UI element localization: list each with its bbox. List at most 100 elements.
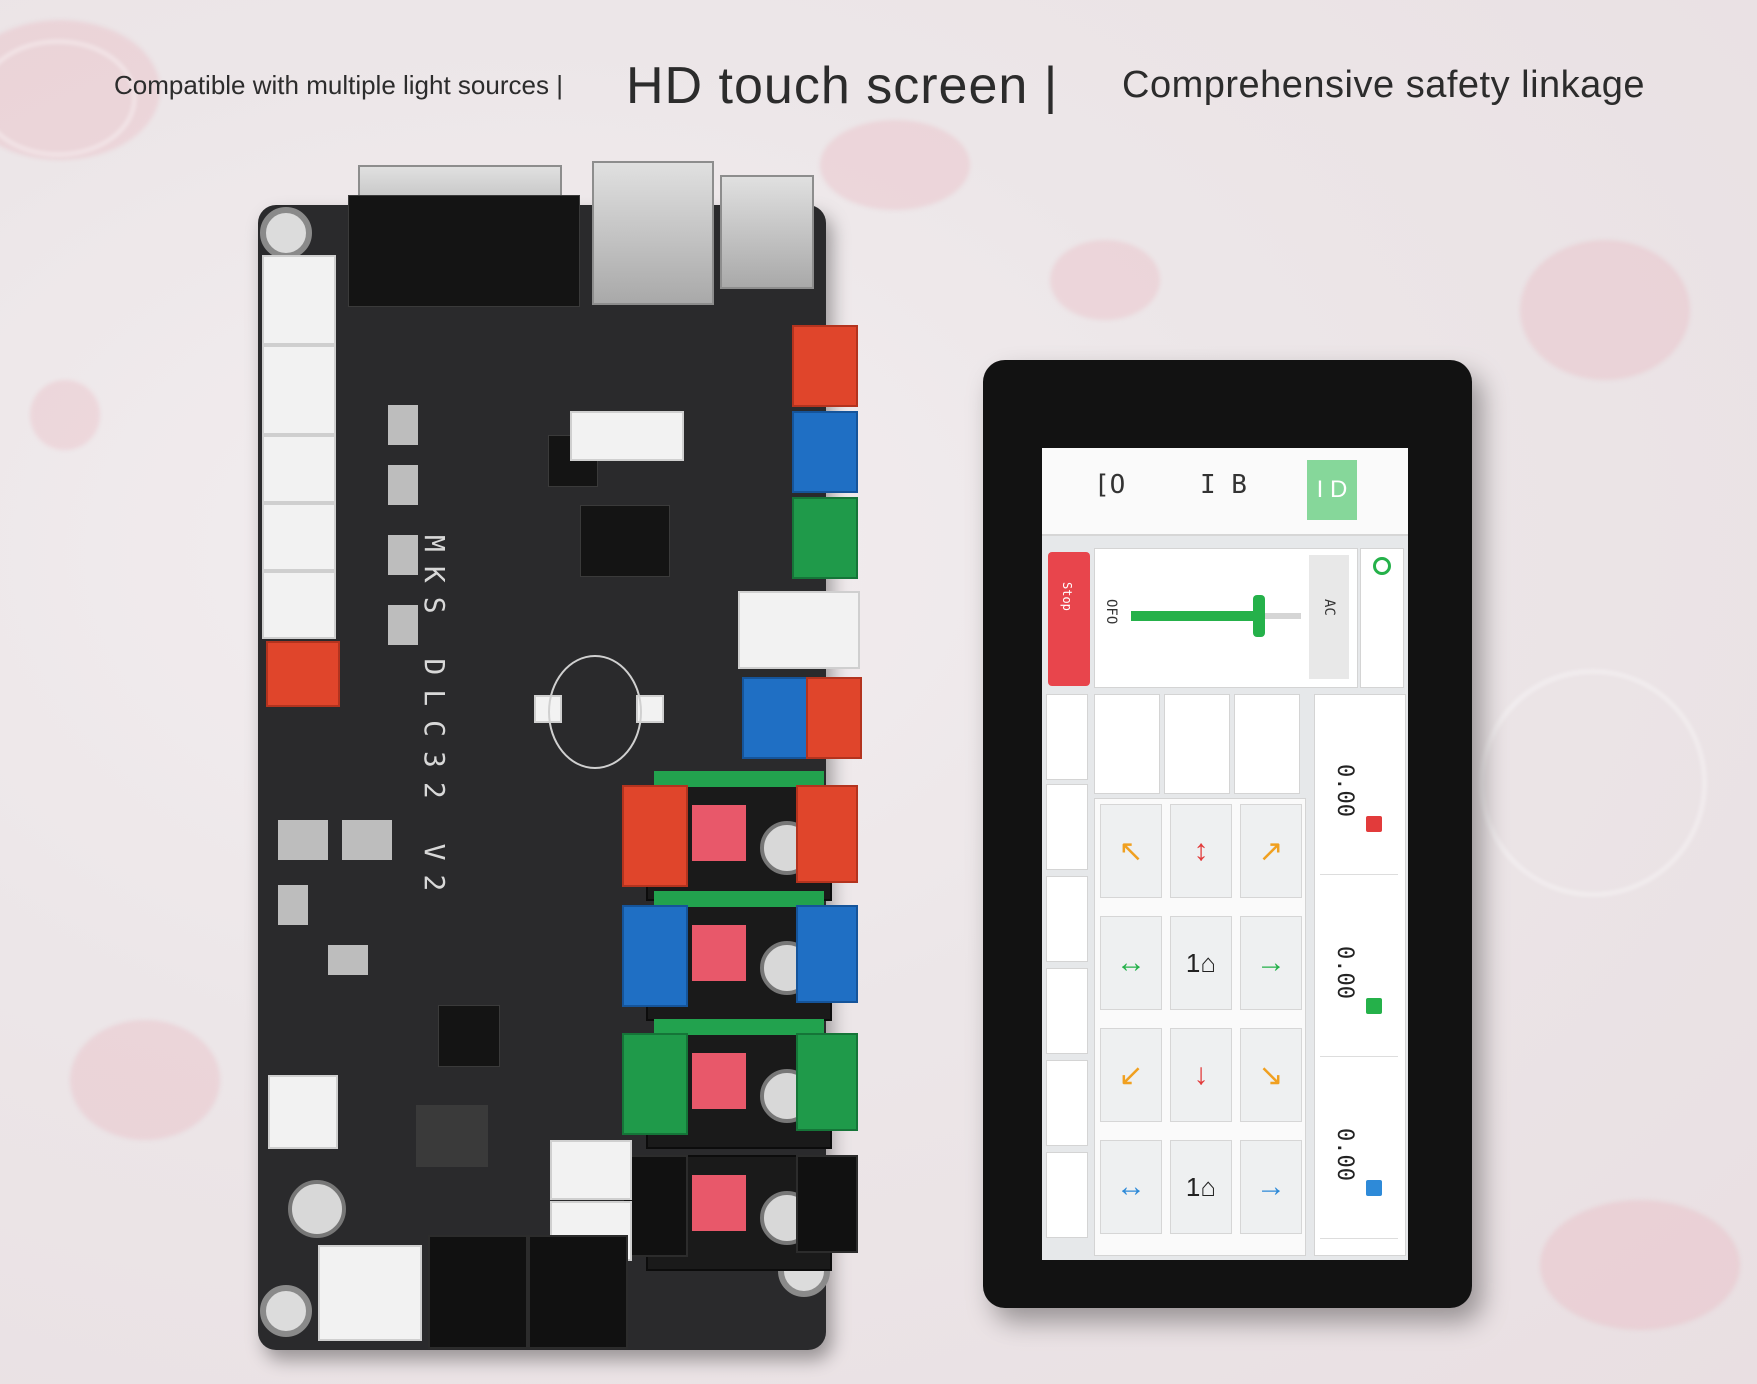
smd-component bbox=[388, 465, 418, 505]
screen-top-bar: [O I B I D bbox=[1042, 448, 1408, 536]
bokeh-blob bbox=[70, 1020, 220, 1140]
red-connector bbox=[622, 785, 688, 887]
control-board: MKS DLC32 V2 bbox=[258, 161, 862, 1350]
dip-switch bbox=[692, 1175, 746, 1231]
black-connector bbox=[622, 1155, 688, 1257]
white-connector bbox=[570, 411, 684, 461]
power-terminal bbox=[428, 1235, 528, 1349]
laser-power-panel: OFO AC bbox=[1094, 548, 1358, 688]
capacitor bbox=[288, 1180, 346, 1238]
db9-housing bbox=[348, 195, 580, 307]
axis-color-badge bbox=[1366, 1180, 1382, 1196]
dip-switch bbox=[692, 1053, 746, 1109]
slider-right-button[interactable]: AC bbox=[1309, 555, 1349, 679]
status-tile bbox=[1046, 784, 1088, 870]
blue-connector bbox=[792, 411, 858, 493]
axis-readout-value: 0.00 bbox=[1332, 764, 1357, 817]
status-tile bbox=[1046, 968, 1088, 1054]
jog-button[interactable]: ↔ bbox=[1100, 916, 1162, 1010]
green-connector bbox=[792, 497, 858, 579]
axis-readout: 0.00 bbox=[1320, 886, 1398, 1057]
heatsink bbox=[416, 1105, 488, 1167]
red-connector bbox=[796, 785, 858, 883]
axis-readout: 0.00 bbox=[1320, 704, 1398, 875]
jog-button[interactable]: 1⌂ bbox=[1170, 916, 1232, 1010]
red-connector bbox=[792, 325, 858, 407]
smd-component bbox=[388, 405, 418, 445]
dip-switch bbox=[692, 805, 746, 861]
blue-connector bbox=[796, 905, 858, 1003]
status-tile bbox=[1234, 694, 1300, 794]
touch-screen-tablet: [O I B I D Stop OFO AC bbox=[983, 360, 1472, 1308]
status-tile bbox=[1046, 876, 1088, 962]
tab-3-active[interactable]: I D bbox=[1307, 460, 1357, 520]
status-tile bbox=[1164, 694, 1230, 794]
stop-button[interactable]: Stop bbox=[1048, 552, 1090, 686]
power-slider-thumb[interactable] bbox=[1252, 595, 1265, 637]
black-connector bbox=[796, 1155, 858, 1253]
smd-component bbox=[388, 605, 418, 645]
smd-component bbox=[342, 820, 392, 860]
usb-port bbox=[720, 175, 814, 289]
smd-component bbox=[278, 885, 308, 925]
smd-component bbox=[328, 945, 368, 975]
white-connector bbox=[550, 1140, 632, 1200]
axis-readout-panel bbox=[1314, 694, 1406, 1256]
stop-button-label: Stop bbox=[1060, 582, 1074, 611]
status-tile bbox=[1046, 1152, 1088, 1238]
axis-readout-value: 0.00 bbox=[1332, 1128, 1357, 1181]
white-connector bbox=[262, 503, 336, 571]
touch-screen-display: [O I B I D Stop OFO AC bbox=[1042, 448, 1408, 1260]
jog-button[interactable]: ↗ bbox=[1240, 804, 1302, 898]
axis-readout-value: 0.00 bbox=[1332, 946, 1357, 999]
power-terminal bbox=[528, 1235, 628, 1349]
rj45-port bbox=[592, 161, 714, 305]
board-silkscreen-label: MKS DLC32 V2 bbox=[418, 535, 451, 906]
green-connector bbox=[796, 1033, 858, 1131]
green-pin-strip bbox=[654, 1019, 824, 1035]
headline-touch-screen: HD touch screen | bbox=[626, 57, 1059, 115]
power-slider-fill bbox=[1131, 611, 1259, 621]
mounting-hole bbox=[260, 1285, 312, 1337]
axis-readout: 0.00 bbox=[1320, 1068, 1398, 1239]
jog-button[interactable]: ↔ bbox=[1100, 1140, 1162, 1234]
blue-connector bbox=[742, 677, 808, 759]
bokeh-blob bbox=[1540, 1200, 1740, 1330]
headline-safety-linkage: Comprehensive safety linkage bbox=[1122, 64, 1646, 106]
jog-button[interactable]: ↕ bbox=[1170, 804, 1232, 898]
bokeh-blob bbox=[30, 380, 100, 450]
jog-button[interactable]: ↙ bbox=[1100, 1028, 1162, 1122]
white-connector bbox=[268, 1075, 338, 1149]
jog-button[interactable]: ↓ bbox=[1170, 1028, 1232, 1122]
ic-chip bbox=[438, 1005, 500, 1067]
jog-button[interactable]: 1⌂ bbox=[1170, 1140, 1232, 1234]
bokeh-blob bbox=[1520, 240, 1690, 380]
red-connector bbox=[266, 641, 340, 707]
jog-button[interactable]: → bbox=[1240, 916, 1302, 1010]
buzzer-outline bbox=[548, 655, 642, 769]
jog-button[interactable]: ↘ bbox=[1240, 1028, 1302, 1122]
blue-connector bbox=[622, 905, 688, 1007]
bokeh-blob bbox=[820, 120, 970, 210]
tab-1[interactable]: [O bbox=[1094, 470, 1126, 500]
mcu-chip bbox=[580, 505, 670, 577]
status-tile bbox=[1046, 1060, 1088, 1146]
green-pin-strip bbox=[654, 891, 824, 907]
jog-button[interactable]: → bbox=[1240, 1140, 1302, 1234]
bokeh-ring bbox=[1480, 670, 1706, 896]
dc-jack bbox=[318, 1245, 422, 1341]
white-connector bbox=[262, 571, 336, 639]
mounting-hole bbox=[260, 207, 312, 259]
jog-button[interactable]: ↖ bbox=[1100, 804, 1162, 898]
axis-color-badge bbox=[1366, 816, 1382, 832]
headline-light-sources: Compatible with multiple light sources | bbox=[114, 70, 563, 100]
tab-2[interactable]: I B bbox=[1200, 470, 1247, 500]
red-connector bbox=[806, 677, 862, 759]
green-pin-strip bbox=[654, 771, 824, 787]
dip-switch bbox=[692, 925, 746, 981]
slider-label-right: AC bbox=[1321, 599, 1337, 616]
white-connector bbox=[262, 345, 336, 435]
white-connector bbox=[262, 435, 336, 503]
axis-color-badge bbox=[1366, 998, 1382, 1014]
green-connector bbox=[622, 1033, 688, 1135]
